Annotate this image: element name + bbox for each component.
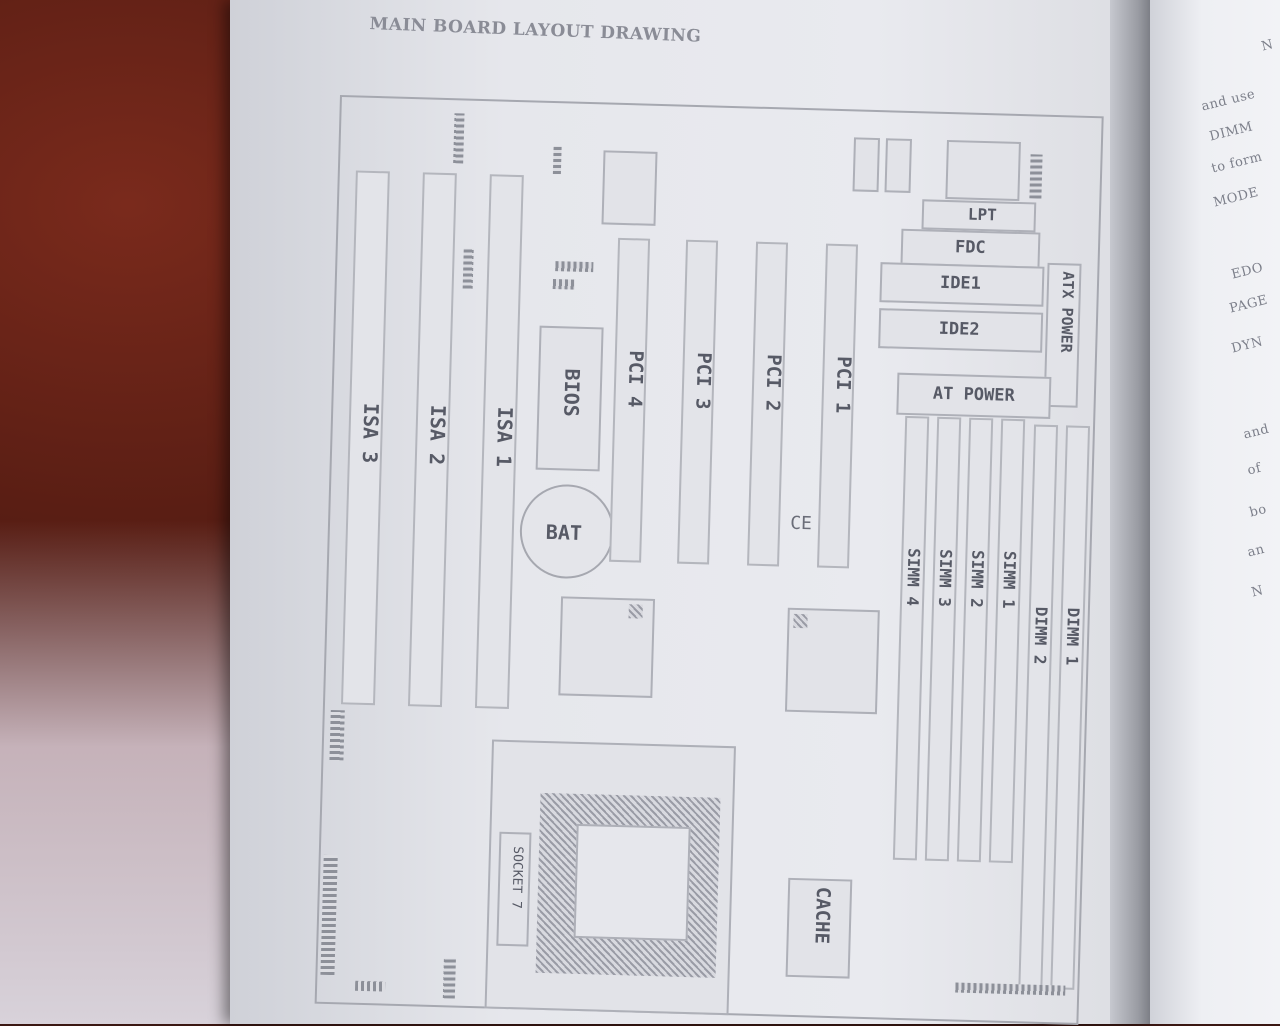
book-gutter [1110,0,1150,1024]
jumper-block [462,248,474,289]
socket-label: SOCKET 7 [508,846,526,910]
facing-text-line: EDO [1230,260,1265,283]
jumper-block [354,980,386,992]
isa-slot-label: ISA 2 [424,404,451,466]
facing-text-line: MODE [1212,184,1261,211]
keyboard-connector [945,139,1021,202]
dimm-slot-label: DIMM 1 [1062,607,1083,666]
pin1-marker [628,604,643,619]
socket-center [573,823,691,942]
io-chip [601,150,658,226]
ide1-connector: IDE1 [879,262,1045,307]
cpu-socket: SOCKET 7 [484,739,736,1016]
jumper-block [1029,154,1043,199]
at-power-label: AT POWER [932,383,1016,406]
chipset-chip [558,596,656,698]
pci-slot-label: PCI 4 [623,350,647,408]
facing-text-line: DIMM [1208,119,1255,145]
facing-text-line: of [1246,460,1263,479]
lpt-label: LPT [967,204,998,225]
facing-page: N and use DIMM to form MODE EDO PAGE DYN… [1150,0,1280,1024]
facing-text-line: and use [1200,86,1257,115]
pci-slot-label: PCI 1 [831,355,855,414]
fdc-label: FDC [954,237,986,259]
pci-slot-label: PCI 3 [691,351,715,410]
bios-label: BIOS [559,368,585,418]
ide2-label: IDE2 [938,318,980,340]
socket-lever: SOCKET 7 [496,831,532,947]
atx-power-label: ATX POWER [1057,271,1078,353]
facing-text-line: and [1242,421,1271,443]
isa-slot-label: ISA 3 [357,402,384,464]
jumper-block [552,279,575,290]
pci-slot-label: PCI 2 [761,353,785,412]
small-chip [884,138,912,193]
isa-slot-label: ISA 1 [491,406,518,468]
lpt-connector: LPT [921,199,1037,233]
battery-label: BAT [545,519,583,545]
header-connector [329,709,345,761]
facing-text-line: PAGE [1228,292,1270,317]
jumper-block [552,145,562,175]
jumper-block [555,261,594,273]
facing-text-line: N [1250,583,1266,601]
facing-text-line: N [1260,37,1276,55]
cache-label: CACHE [810,886,835,945]
bios-chip: BIOS [535,325,604,472]
ce-mark: CE [789,512,813,535]
motherboard-diagram: ISA 3 ISA 2 ISA 1 BIOS BAT PCI 4 PCI 3 P… [314,95,1120,1026]
dimm-slot-label: DIMM 2 [1030,606,1051,665]
jumper-block [442,958,456,999]
simm-slot-label: SIMM 4 [902,547,924,607]
simm-slot-label: SIMM 2 [966,549,988,609]
ide1-label: IDE1 [939,272,982,294]
facing-text-line: bo [1248,501,1269,521]
simm-slot-label: SIMM 3 [934,548,956,608]
facing-text-line: DYN [1230,334,1265,357]
small-chip [852,137,881,193]
pin1-marker [793,613,808,629]
jumper-block [453,113,465,164]
cache-module: CACHE [785,877,853,979]
facing-text-line: to form [1210,149,1264,177]
ide2-connector: IDE2 [878,308,1044,353]
chipset-chip [784,607,880,715]
facing-text-line: an [1246,541,1267,561]
at-power-connector: AT POWER [896,372,1052,419]
simm-slot-label: SIMM 1 [998,550,1020,609]
